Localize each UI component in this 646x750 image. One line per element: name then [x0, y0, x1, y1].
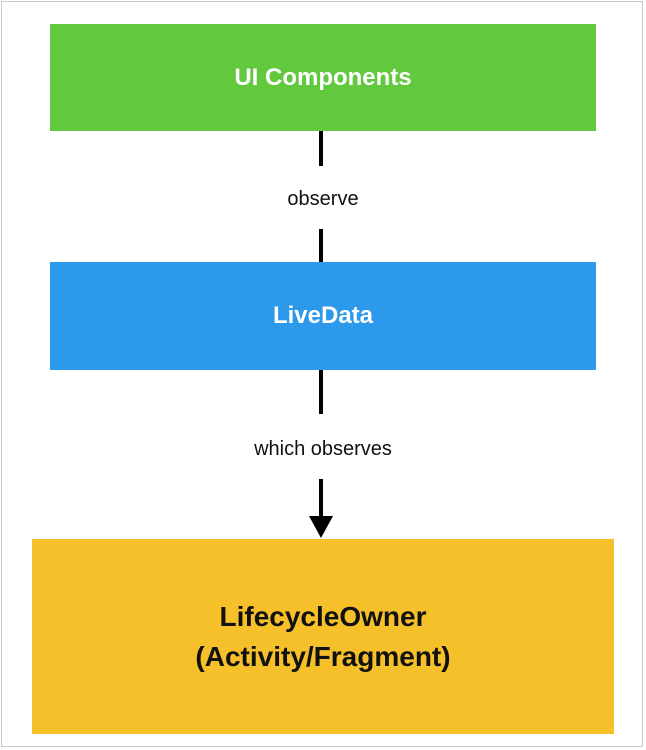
- livedata-node: LiveData: [50, 262, 596, 370]
- lifecycle-owner-sublabel: (Activity/Fragment): [195, 640, 451, 672]
- observe-connector-top: [319, 131, 323, 166]
- ui-components-label: UI Components: [234, 63, 412, 91]
- which-observes-edge-label: which observes: [254, 438, 392, 460]
- which-observes-connector-bottom: [319, 479, 323, 519]
- which-observes-connector-top: [319, 370, 323, 414]
- ui-components-node: UI Components: [50, 24, 596, 131]
- livedata-label: LiveData: [272, 302, 374, 329]
- observe-edge-label: observe: [287, 188, 359, 210]
- observe-connector-bottom: [319, 229, 323, 262]
- lifecycle-owner-label: LifecycleOwner: [219, 600, 427, 632]
- lifecycle-owner-node: LifecycleOwner (Activity/Fragment): [32, 539, 614, 734]
- arrow-down-icon: [309, 516, 333, 538]
